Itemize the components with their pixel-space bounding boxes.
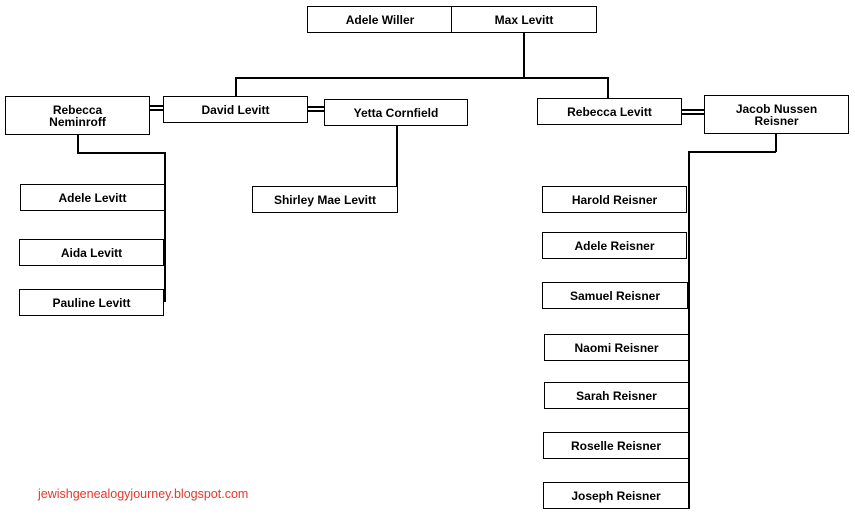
connector-line (523, 33, 525, 78)
connector-line (688, 151, 690, 509)
marriage-line (307, 106, 325, 108)
connector-line (77, 152, 165, 154)
person-box-rebecca-neminroff: Rebecca Neminroff (5, 96, 150, 135)
person-box-joseph-reisner: Joseph Reisner (543, 482, 689, 509)
marriage-line (681, 113, 705, 115)
person-box-harold-reisner: Harold Reisner (542, 186, 687, 213)
blog-credit: jewishgenealogyjourney.blogspot.com (38, 487, 249, 501)
marriage-line (149, 105, 164, 107)
person-box-pauline-levitt: Pauline Levitt (19, 289, 164, 316)
person-box-adele-willer: Adele Willer (307, 6, 453, 33)
person-box-roselle-reisner: Roselle Reisner (543, 432, 689, 459)
person-box-sarah-reisner: Sarah Reisner (544, 382, 689, 409)
person-box-rebecca-levitt: Rebecca Levitt (537, 98, 682, 125)
marriage-line (149, 109, 164, 111)
person-box-max-levitt: Max Levitt (451, 6, 597, 33)
person-box-adele-levitt: Adele Levitt (20, 184, 165, 211)
connector-line (396, 125, 398, 187)
marriage-line (681, 109, 705, 111)
person-box-david-levitt: David Levitt (163, 96, 308, 123)
person-box-yetta-cornfield: Yetta Cornfield (324, 99, 468, 126)
connector-line (775, 133, 777, 152)
connector-line (607, 77, 609, 98)
connector-line (688, 151, 776, 153)
connector-line (77, 134, 79, 153)
person-box-naomi-reisner: Naomi Reisner (544, 334, 689, 361)
connector-line (235, 77, 608, 79)
person-box-samuel-reisner: Samuel Reisner (542, 282, 688, 309)
person-box-shirley-mae-levitt: Shirley Mae Levitt (252, 186, 398, 213)
person-box-adele-reisner: Adele Reisner (542, 232, 687, 259)
person-box-jacob-nussen-reisner: Jacob Nussen Reisner (704, 95, 849, 134)
connector-line (235, 77, 237, 96)
marriage-line (307, 110, 325, 112)
connector-line (164, 152, 166, 302)
person-box-aida-levitt: Aida Levitt (19, 239, 164, 266)
